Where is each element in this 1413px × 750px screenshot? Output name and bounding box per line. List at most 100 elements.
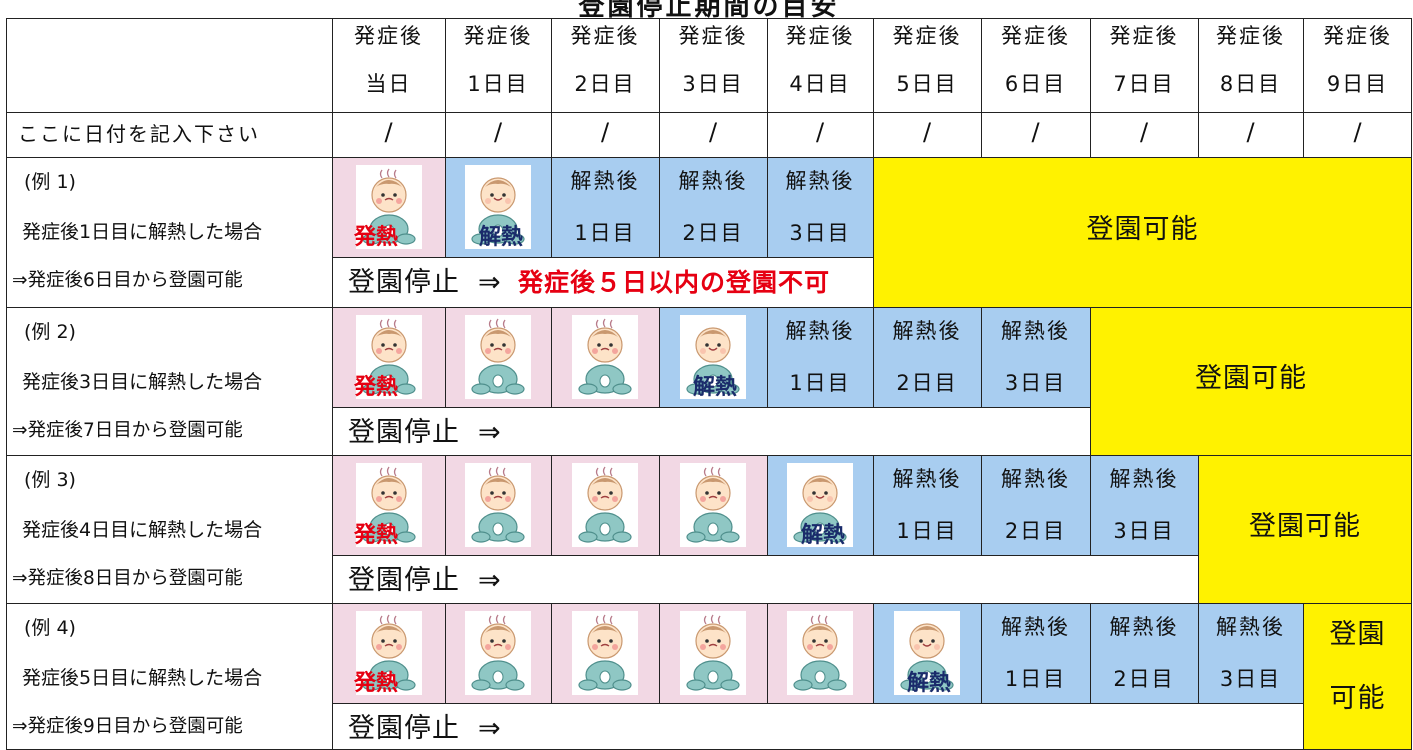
- grid-line: [445, 157, 446, 257]
- grid-line: [767, 603, 768, 703]
- warning-label: 発症後５日以内の登園不可: [518, 268, 831, 297]
- column-header-line2: 2日目: [574, 72, 636, 96]
- grid-line: [1303, 603, 1304, 703]
- grid-line: [767, 455, 768, 555]
- after-fever-line1: 解熱後: [892, 467, 962, 491]
- can-attend-label: 登園: [1329, 619, 1386, 650]
- recovered-label: 解熱: [801, 523, 846, 548]
- column-header-line2: 1日目: [467, 72, 529, 96]
- date-slash: /: [1246, 118, 1255, 146]
- grid-line: [1198, 555, 1199, 603]
- column-header-line1: 発症後: [785, 24, 855, 48]
- recovered-label: 解熱: [479, 225, 524, 250]
- healthy-baby-icon: [465, 165, 531, 249]
- after-fever-line1: 解熱後: [1109, 467, 1179, 491]
- after-fever-line1: 解熱後: [570, 169, 640, 193]
- column-header-line2: 7日目: [1113, 72, 1175, 96]
- grid-line: [6, 455, 1412, 456]
- example-description: 発症後4日目に解熱した場合: [22, 519, 263, 541]
- sick-baby-icon: [680, 463, 746, 547]
- grid-line: [1303, 18, 1304, 157]
- healthy-baby-icon: [787, 463, 853, 547]
- healthy-baby-icon: [680, 315, 746, 399]
- grid-line: [873, 18, 874, 157]
- date-slash: /: [708, 118, 718, 146]
- can-attend-label: 登園可能: [1249, 511, 1361, 542]
- grid-line: [6, 18, 1412, 19]
- grid-line: [659, 307, 660, 407]
- grid-line: [1198, 455, 1199, 555]
- example-result: ⇒発症後9日目から登園可能: [12, 716, 243, 737]
- after-fever-line1: 解熱後: [892, 319, 962, 343]
- sick-baby-icon: [572, 463, 638, 547]
- grid-line: [659, 603, 660, 703]
- grid-line: [873, 307, 874, 407]
- grid-line: [332, 407, 1090, 408]
- grid-line: [767, 18, 768, 157]
- example-result: ⇒発症後7日目から登園可能: [12, 420, 243, 441]
- column-header-line1: 発症後: [1109, 24, 1179, 48]
- grid-line: [551, 307, 552, 407]
- attendance-ok-cell: [873, 157, 1412, 307]
- grid-line: [1411, 18, 1412, 749]
- example-label: (例 4): [24, 617, 76, 639]
- sick-baby-icon: [465, 463, 531, 547]
- example-description: 発症後1日目に解熱した場合: [22, 221, 263, 243]
- column-header-line2: 6日目: [1004, 72, 1067, 96]
- grid-line: [332, 257, 873, 258]
- suspension-label: 登園停止: [348, 565, 460, 596]
- grid-line: [767, 157, 768, 257]
- after-fever-line2: 3日目: [1219, 667, 1282, 691]
- after-fever-line2: 1日目: [574, 221, 636, 245]
- after-fever-line1: 解熱後: [1001, 467, 1070, 491]
- after-fever-line1: 解熱後: [785, 169, 855, 193]
- grid-line: [6, 307, 1412, 308]
- after-fever-line2: 2日目: [1004, 519, 1067, 543]
- example-label: (例 2): [24, 321, 76, 343]
- recovered-label: 解熱: [907, 671, 952, 696]
- grid-line: [551, 455, 552, 555]
- grid-line: [332, 555, 1198, 556]
- grid-line: [445, 603, 446, 703]
- recovered-label: 解熱: [693, 375, 738, 400]
- sick-baby-icon: [355, 611, 422, 695]
- grid-line: [981, 307, 982, 407]
- grid-line: [1198, 18, 1199, 157]
- after-fever-line1: 解熱後: [785, 319, 855, 343]
- date-slash: /: [600, 118, 610, 146]
- column-header-line2: 4日目: [789, 72, 851, 96]
- grid-line: [1090, 18, 1091, 157]
- after-fever-line1: 解熱後: [1216, 615, 1285, 639]
- grid-line: [6, 603, 1412, 604]
- can-attend-label: 登園可能: [1086, 214, 1199, 245]
- grid-line: [659, 18, 660, 157]
- healthy-baby-icon: [894, 611, 960, 695]
- date-slash: /: [493, 118, 503, 146]
- sick-baby-icon: [355, 165, 422, 249]
- grid-line: [1303, 703, 1304, 749]
- date-slash: /: [384, 118, 393, 146]
- after-fever-line1: 解熱後: [678, 169, 748, 193]
- example-description: 発症後3日目に解熱した場合: [22, 371, 263, 393]
- grid-line: [551, 18, 552, 157]
- column-header-line2: 8日目: [1219, 72, 1282, 96]
- fever-label: 発熱: [354, 671, 399, 696]
- column-header-line1: 発症後: [1216, 24, 1285, 48]
- after-fever-line2: 1日目: [896, 519, 958, 543]
- column-header-line1: 発症後: [892, 24, 962, 48]
- suspension-arrow: ⇒: [478, 417, 502, 448]
- example-description: 発症後5日目に解熱した場合: [22, 667, 263, 689]
- page-title: 登園停止期間の目安: [578, 0, 840, 22]
- example-label: (例 1): [24, 171, 76, 193]
- after-fever-line2: 1日目: [789, 371, 851, 395]
- grid-line: [551, 603, 552, 703]
- grid-line: [551, 157, 552, 257]
- grid-line: [981, 18, 982, 157]
- attendance-ok-cell: [1198, 455, 1412, 603]
- after-fever-line2: 2日目: [1113, 667, 1175, 691]
- after-fever-line2: 3日目: [789, 221, 851, 245]
- grid-line: [1198, 603, 1199, 703]
- column-header-line1: 発症後: [678, 24, 748, 48]
- date-slash: /: [1353, 118, 1362, 146]
- sick-baby-icon: [787, 611, 853, 695]
